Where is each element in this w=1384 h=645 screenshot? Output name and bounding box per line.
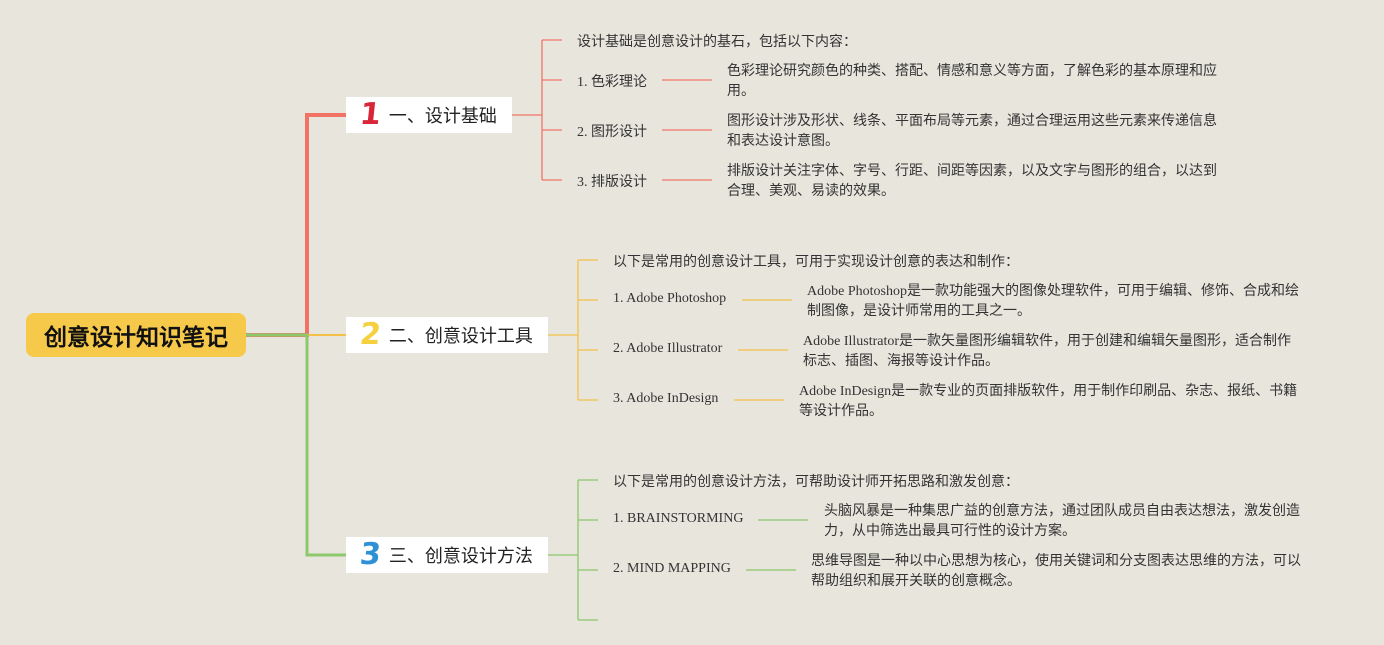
- sub-lines-branch-1: [512, 39, 712, 181]
- branch-number-3: 3: [358, 537, 383, 572]
- branch-intro-2: 以下是常用的创意设计工具，可用于实现设计创意的表达和制作：: [613, 255, 1019, 270]
- sub-topic-desc-3-1: 头脑风暴是一种集思广益的创意方法，通过团队成员自由表达想法，激发创造力，从中筛选…: [824, 504, 1300, 539]
- sub-topic-1-3[interactable]: 3. 排版设计: [577, 175, 647, 190]
- branch-number-2: 2: [358, 317, 383, 352]
- sub-topic-desc-1-3: 排版设计关注字体、字号、行距、间距等因素，以及文字与图形的组合，以达到合理、美观…: [727, 164, 1217, 199]
- trunk-line-branch-3: [246, 333, 346, 557]
- sub-topic-desc-2-2: Adobe Illustrator是一款矢量图形编辑软件，用于创建和编辑矢量图形…: [803, 334, 1292, 369]
- sub-lines-branch-3: [548, 479, 808, 621]
- branch-number-1: 1: [358, 97, 383, 132]
- sub-lines-branch-2: [548, 259, 792, 401]
- branch-topic-2[interactable]: 2 二、创意设计工具: [346, 317, 548, 353]
- sub-topic-1-1[interactable]: 1. 色彩理论: [577, 75, 647, 90]
- root-title: 创意设计知识笔记: [44, 325, 228, 351]
- trunk-line-branch-1: [246, 113, 346, 337]
- branch-title-1: 一、设计基础: [388, 106, 497, 127]
- sub-topic-desc-3-2: 思维导图是一种以中心思想为核心，使用关键词和分支图表达思维的方法，可以帮助组织和…: [811, 554, 1301, 589]
- sub-topic-desc-2-1: Adobe Photoshop是一款功能强大的图像处理软件，可用于编辑、修饰、合…: [807, 284, 1299, 319]
- sub-topic-2-3[interactable]: 3. Adobe InDesign: [613, 391, 719, 406]
- branch-title-3: 三、创意设计方法: [388, 546, 533, 567]
- sub-topic-3-1[interactable]: 1. BRAINSTORMING: [613, 511, 744, 526]
- branch-topic-1[interactable]: 1 一、设计基础: [346, 97, 512, 133]
- sub-topic-desc-1-2: 图形设计涉及形状、线条、平面布局等元素，通过合理运用这些元素来传递信息和表达设计…: [727, 114, 1217, 149]
- root-topic[interactable]: 创意设计知识笔记: [26, 313, 246, 357]
- sub-topic-1-2[interactable]: 2. 图形设计: [577, 125, 647, 140]
- branch-topic-3[interactable]: 3 三、创意设计方法: [346, 537, 548, 573]
- sub-topic-desc-1-1: 色彩理论研究颜色的种类、搭配、情感和意义等方面，了解色彩的基本原理和应用。: [727, 64, 1217, 99]
- branch-intro-3: 以下是常用的创意设计方法，可帮助设计师开拓思路和激发创意：: [613, 475, 1019, 490]
- sub-topic-3-2[interactable]: 2. MIND MAPPING: [613, 561, 731, 576]
- branch-intro-1: 设计基础是创意设计的基石，包括以下内容：: [577, 35, 857, 50]
- sub-topic-desc-2-3: Adobe InDesign是一款专业的页面排版软件，用于制作印刷品、杂志、报纸…: [799, 384, 1298, 419]
- sub-topic-2-1[interactable]: 1. Adobe Photoshop: [613, 291, 727, 306]
- sub-topic-2-2[interactable]: 2. Adobe Illustrator: [613, 341, 723, 356]
- branch-title-2: 二、创意设计工具: [388, 326, 533, 347]
